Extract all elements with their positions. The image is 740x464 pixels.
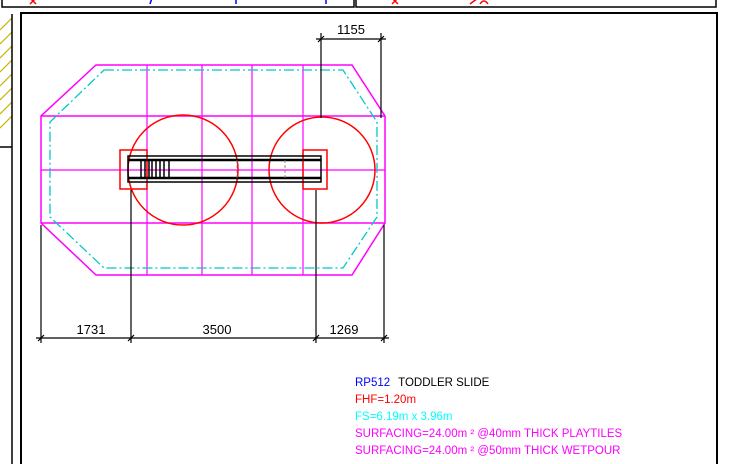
- dimension-top: 1155: [337, 22, 365, 37]
- dimension-lines: [36, 33, 389, 343]
- fall-zone: [40, 64, 386, 276]
- dimension-right: 1269: [330, 322, 359, 337]
- toddler-slide: [119, 149, 328, 190]
- product-title-line: RP512 TODDLER SLIDE: [355, 377, 490, 389]
- title-strip: [0, 0, 740, 10]
- fs-note: FS=6.19m x 3.96m: [355, 411, 452, 423]
- surfacing-tiles-note: SURFACING=24.00m ² @40mm THICK PLAYTILES: [355, 428, 623, 440]
- dimension-middle: 3500: [203, 322, 232, 337]
- fhf-note: FHF=1.20m: [355, 394, 416, 406]
- product-name: TODDLER SLIDE: [398, 377, 490, 389]
- surfacing-wetpour-note: SURFACING=24.00m ² @50mm THICK WETPOUR: [355, 445, 620, 457]
- left-side-fragment: [0, 14, 13, 464]
- drawing-frame: [20, 12, 718, 464]
- dashed-zone: [49, 69, 378, 269]
- product-notes: RP512 TODDLER SLIDE FHF=1.20m FS=6.19m x…: [355, 377, 623, 457]
- product-code: RP512: [355, 377, 390, 389]
- dimension-left: 1731: [77, 322, 106, 337]
